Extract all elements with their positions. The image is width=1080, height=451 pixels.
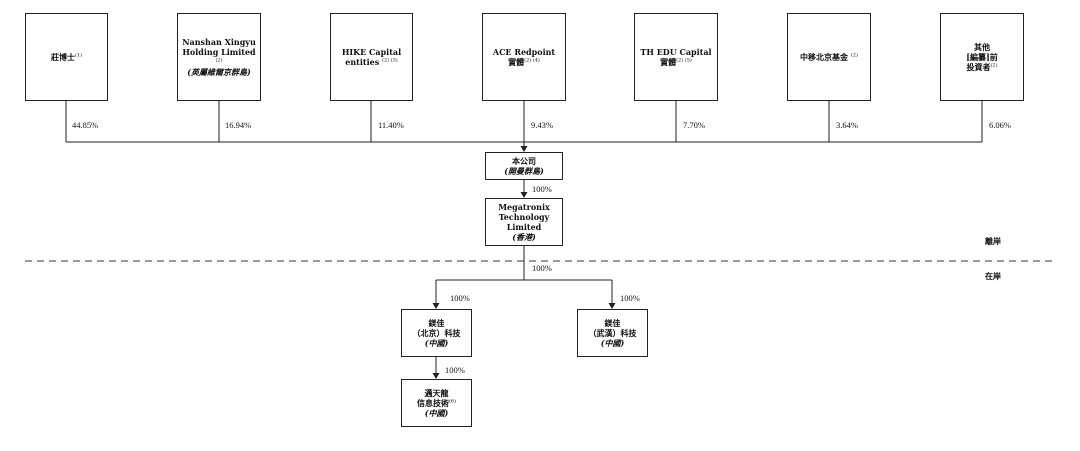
shareholder-box-ace-redpoint: ACE Redpoint 實體(2) (4)	[482, 13, 566, 101]
pct-cmcc-beijing-fund: 3.64%	[836, 120, 858, 130]
pct-maitianlong: 100%	[445, 365, 465, 375]
company-box: 本公司 (開曼群島)	[485, 152, 563, 180]
pct-hike-capital: 11.40%	[378, 120, 404, 130]
pct-dr-zhuang: 44.85%	[72, 120, 99, 130]
shareholder-box-th-edu-capital: TH EDU Capital 實體(2) (5)	[634, 13, 718, 101]
maitianlong-box: 邁天龍 信息技術(6) (中國)	[401, 379, 472, 427]
shareholder-box-cmcc-beijing-fund: 中移北京基金 (2)	[787, 13, 871, 101]
pct-ace-redpoint: 9.43%	[531, 120, 553, 130]
shareholder-box-hike-capital: HIKE Capital entities (2) (3)	[330, 13, 413, 101]
pct-other-investors: 6.06%	[989, 120, 1011, 130]
megatronix-box: Megatronix Technology Limited (香港)	[485, 198, 563, 246]
pct-beijing: 100%	[450, 293, 470, 303]
shareholder-box-dr-zhuang: 莊博士(1)	[25, 13, 108, 101]
pct-wuhan: 100%	[620, 293, 640, 303]
pct-company-to-megatronix: 100%	[532, 184, 552, 194]
pct-th-edu-capital: 7.70%	[683, 120, 705, 130]
pct-nanshan-xingyu: 16.94%	[225, 120, 252, 130]
shareholder-box-other-investors: 其他 [編纂]前 投資者(2)	[940, 13, 1024, 101]
beijing-subsidiary-box: 鎂佳 （北京）科技 (中國)	[401, 309, 472, 357]
offshore-label: 離岸	[985, 236, 1001, 246]
wuhan-subsidiary-box: 鎂佳 （武漢）科技 (中國)	[577, 309, 648, 357]
pct-megatronix-down: 100%	[532, 263, 552, 273]
onshore-label: 在岸	[985, 271, 1001, 281]
shareholder-box-nanshan-xingyu: Nanshan Xingyu Holding Limited (2) (英屬維爾…	[177, 13, 261, 101]
